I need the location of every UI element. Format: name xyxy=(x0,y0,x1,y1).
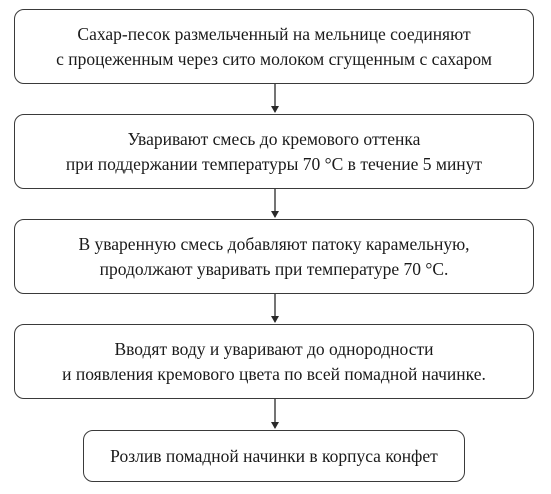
flow-step-3-line-1: В уваренную смесь добавляют патоку карам… xyxy=(78,233,470,254)
flow-step-1-line-2: с процеженным через сито молоком сгущенн… xyxy=(56,48,492,69)
flow-step-1-line-1: Сахар-песок размельченный на мельнице со… xyxy=(77,23,471,44)
flow-step-5: Розлив помадной начинки в корпуса конфет xyxy=(83,430,465,482)
flow-step-1: Сахар-песок размельченный на мельнице со… xyxy=(14,9,534,84)
flow-step-4-line-2: и появления кремового цвета по всей пома… xyxy=(62,363,486,384)
flow-step-2: Уваривают смесь до кремового оттенка при… xyxy=(14,114,534,189)
flow-step-4: Вводят воду и уваривают до однородности … xyxy=(14,324,534,399)
flow-step-2-line-2: при поддержании температуры 70 °С в тече… xyxy=(65,153,483,174)
flow-step-2-line-1: Уваривают смесь до кремового оттенка xyxy=(127,128,421,149)
flow-step-3: В уваренную смесь добавляют патоку карам… xyxy=(14,219,534,294)
flow-step-3-line-2: продолжают уваривать при температуре 70 … xyxy=(99,258,449,279)
flow-step-5-line-1: Розлив помадной начинки в корпуса конфет xyxy=(110,445,438,466)
flow-step-4-line-1: Вводят воду и уваривают до однородности xyxy=(114,338,434,359)
